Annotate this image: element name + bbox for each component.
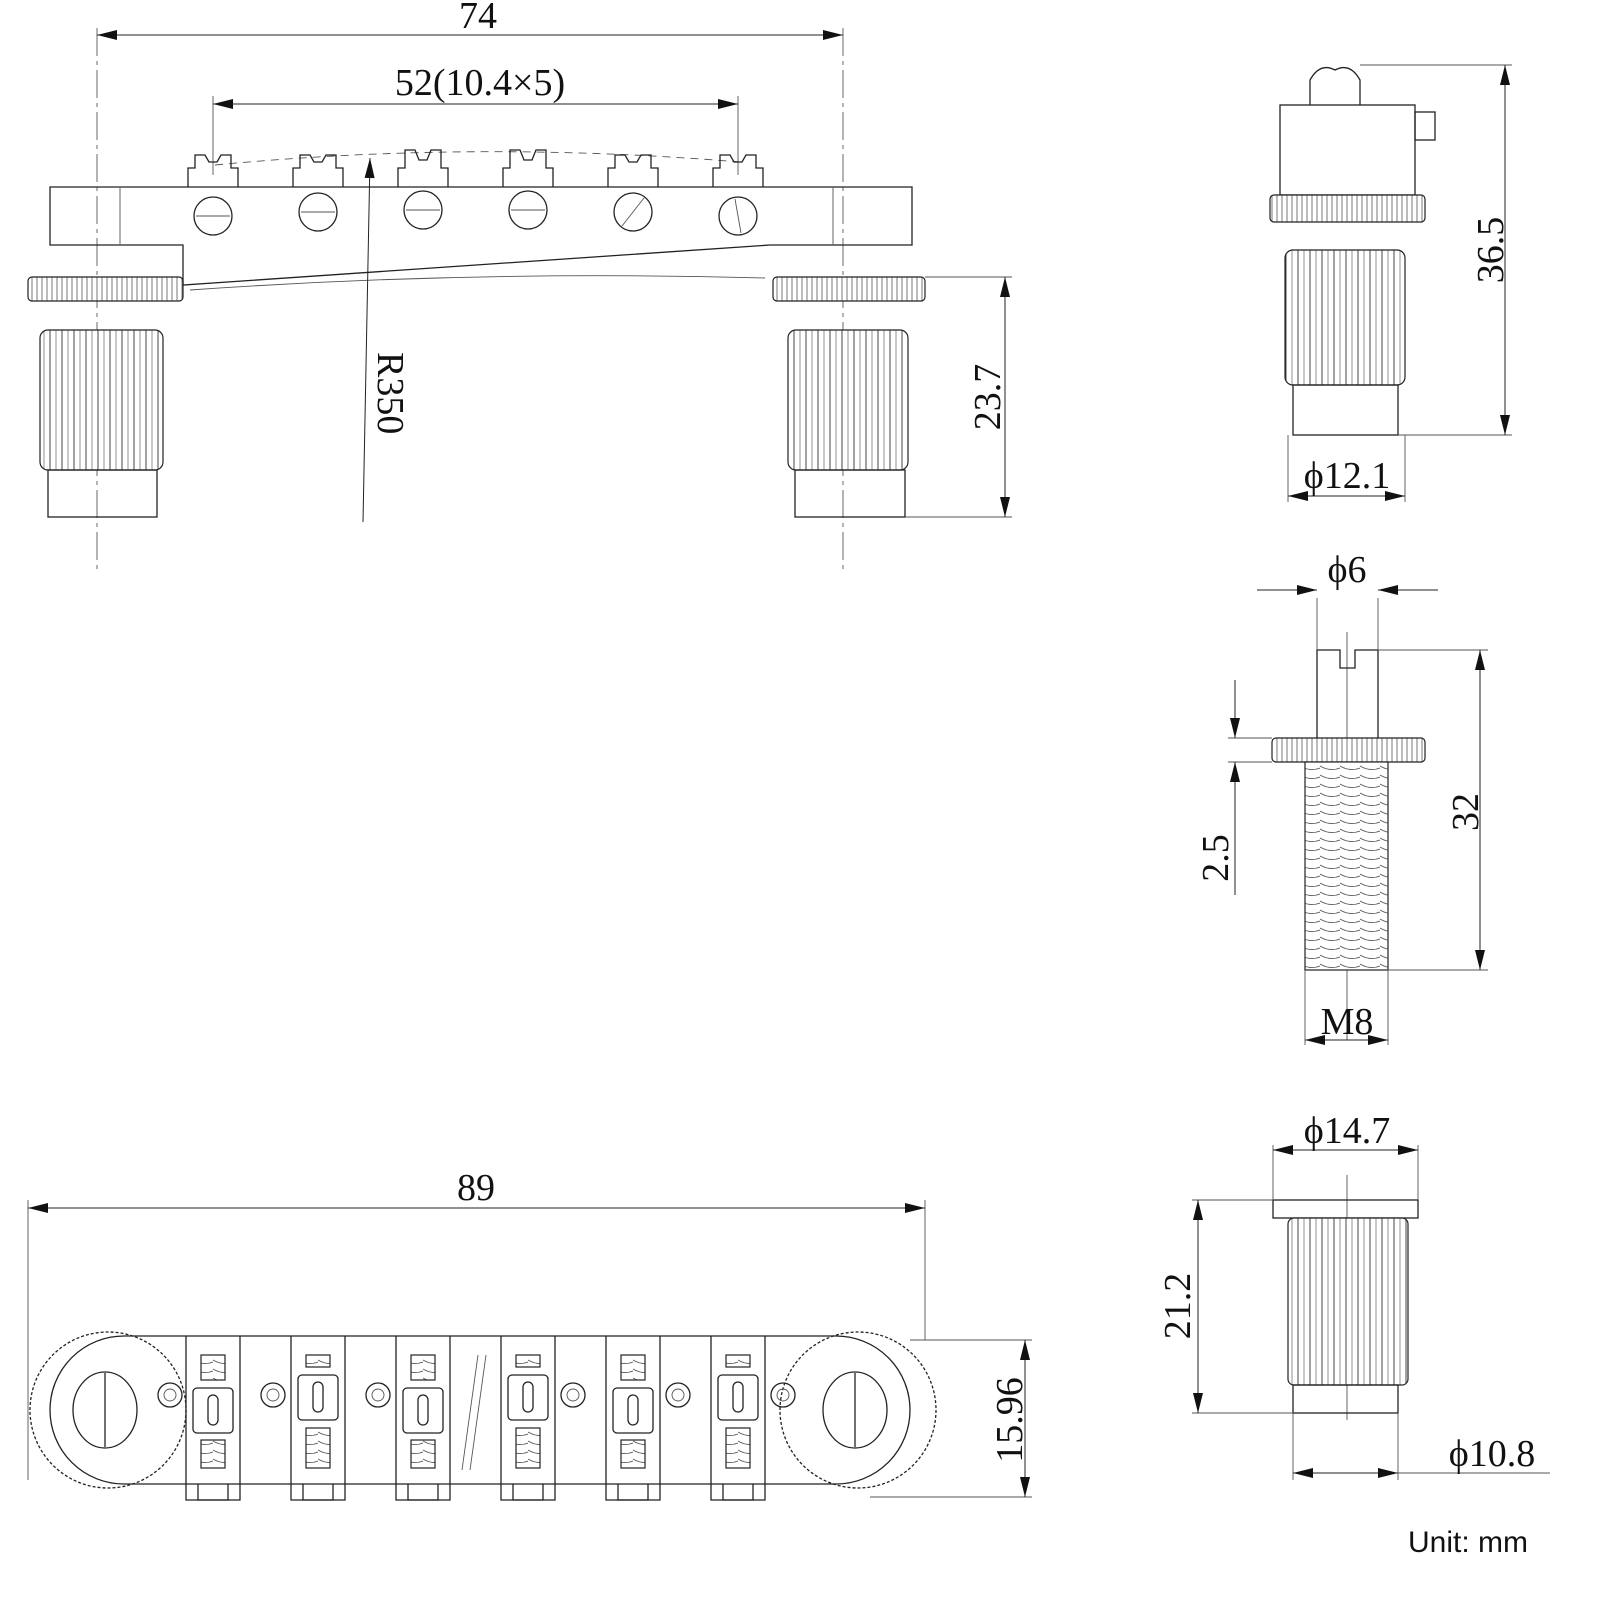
hex-screws bbox=[157, 1382, 796, 1408]
post-screw-view: ϕ6 32 2.5 M8 bbox=[1195, 549, 1488, 1045]
saddles bbox=[187, 149, 764, 187]
dimension-side-diameter: ϕ12.1 bbox=[1304, 455, 1391, 497]
radius-leader bbox=[362, 157, 375, 523]
left-thumbwheel bbox=[29, 1331, 187, 1489]
logo-mark bbox=[461, 1354, 487, 1471]
right-post bbox=[772, 276, 926, 518]
bottom-saddles bbox=[185, 1336, 766, 1501]
bottom-view: 89 15.96 bbox=[27, 1167, 1032, 1501]
radius-arc bbox=[214, 151, 741, 166]
left-post bbox=[27, 276, 184, 518]
dimension-overall-length: 89 bbox=[457, 1167, 495, 1209]
dimension-anchor-height: 21.2 bbox=[1157, 1273, 1199, 1340]
dimension-height: 23.7 bbox=[967, 364, 1009, 431]
bridge-body bbox=[49, 186, 913, 286]
intonation-screws bbox=[193, 190, 758, 236]
bridge-body-bottom bbox=[49, 1335, 911, 1485]
dimension-thumbwheel-thickness: 2.5 bbox=[1195, 834, 1237, 882]
dimension-radius: R350 bbox=[369, 352, 411, 434]
dimension-side-height: 36.5 bbox=[1470, 217, 1512, 284]
right-thumbwheel bbox=[779, 1331, 937, 1489]
dimension-screw-length: 32 bbox=[1445, 793, 1487, 831]
front-view: 74 52(10.4×5) bbox=[27, 0, 1012, 572]
dimension-overall-width: 74 bbox=[459, 0, 497, 37]
dimension-flange-diameter: ϕ14.7 bbox=[1304, 1110, 1391, 1152]
dimension-thread: M8 bbox=[1321, 1001, 1374, 1043]
side-view: 36.5 ϕ12.1 bbox=[1269, 64, 1512, 502]
dimension-screw-diameter: ϕ6 bbox=[1327, 549, 1366, 591]
unit-label: Unit: mm bbox=[1408, 1526, 1528, 1559]
dimension-string-spacing: 52(10.4×5) bbox=[395, 62, 565, 104]
dimension-bottom-width: 15.96 bbox=[989, 1377, 1031, 1463]
anchor-view: ϕ14.7 21.2 ϕ10.8 bbox=[1157, 1110, 1550, 1480]
dimension-base-diameter: ϕ10.8 bbox=[1449, 1433, 1536, 1475]
